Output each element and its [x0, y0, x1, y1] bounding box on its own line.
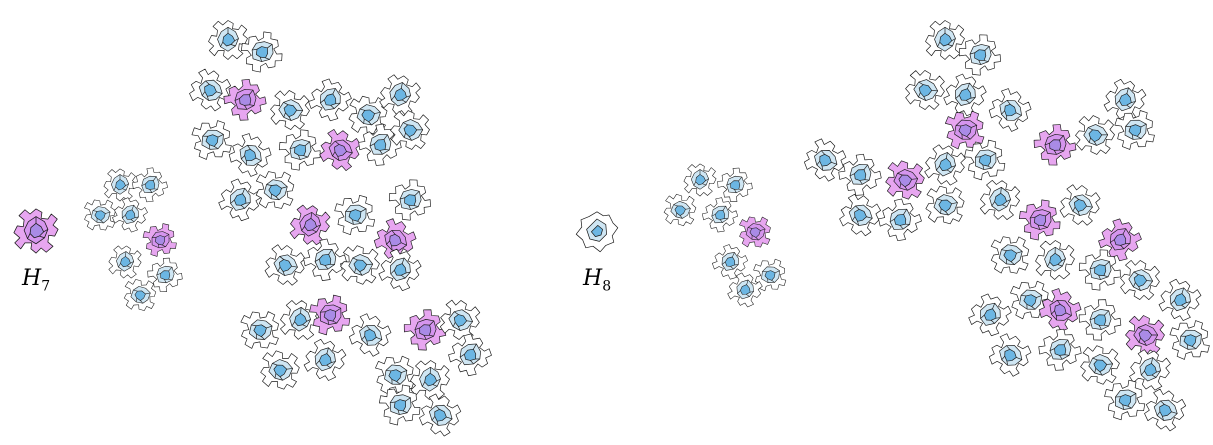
right-patch-cluster — [872, 192, 928, 248]
right-patch-cluster — [983, 83, 1037, 137]
right-patch-cluster — [1034, 239, 1076, 281]
left-patch-cluster — [257, 347, 303, 393]
left-patch-cluster — [250, 165, 300, 215]
right-patch-cluster — [1057, 182, 1103, 228]
right-patch-cluster — [978, 178, 1022, 222]
left-patch-cluster — [443, 328, 497, 382]
h8-metatile — [575, 211, 619, 253]
tiling-diagram — [13, 20, 1213, 440]
right-patch-cluster — [883, 158, 927, 202]
left-patch-cluster — [389, 109, 431, 151]
right-supertile-cluster — [661, 191, 699, 229]
left-patch-cluster — [185, 65, 235, 115]
label-h7-letter: H — [22, 266, 42, 291]
label-h8: H8 — [583, 266, 611, 294]
right-patch-cluster — [1118, 258, 1162, 302]
label-h8-index: 8 — [602, 278, 612, 295]
right-patch-cluster — [1078, 343, 1122, 387]
label-h7: H7 — [22, 266, 50, 294]
right-patch-cluster — [1027, 117, 1083, 173]
left-patch-cluster — [272, 122, 328, 178]
left-patch-cluster — [208, 20, 248, 60]
left-patch-cluster — [316, 126, 364, 174]
right-patch-cluster — [1108, 103, 1162, 157]
left-patch-cluster — [338, 243, 382, 287]
right-patch-cluster — [1032, 322, 1088, 378]
h7-metatile — [13, 208, 59, 254]
left-patch-cluster — [303, 73, 357, 127]
right-supertile-cluster — [683, 163, 717, 197]
right-patch-cluster — [903, 68, 947, 112]
right-patch-cluster — [921, 181, 969, 229]
right-patch-cluster — [925, 20, 965, 60]
right-patch-cluster — [921, 141, 969, 189]
left-supertile-cluster — [137, 217, 183, 263]
left-supertile-cluster — [120, 275, 160, 315]
left-patch-cluster — [214, 174, 266, 226]
right-patch-cluster — [964, 289, 1016, 341]
left-patch-cluster — [300, 335, 350, 385]
left-patch-cluster — [235, 305, 285, 355]
right-patch-cluster — [985, 230, 1035, 280]
right-patch-cluster — [1140, 385, 1190, 435]
right-patch-cluster — [1074, 114, 1116, 156]
right-patch-cluster — [1155, 275, 1205, 325]
left-patch-cluster — [328, 188, 382, 242]
left-supertile-cluster — [79, 194, 121, 236]
right-patch-cluster — [835, 190, 885, 240]
label-h8-letter: H — [583, 266, 603, 291]
right-patch-cluster — [984, 329, 1036, 381]
right-patch-cluster — [939, 69, 991, 121]
label-h7-index: 7 — [41, 278, 51, 295]
right-supertile-cluster — [734, 211, 776, 253]
left-patch-cluster — [262, 242, 308, 288]
right-patch-cluster — [1125, 315, 1165, 355]
left-supertile-cluster — [107, 244, 143, 280]
right-patch-cluster — [1163, 313, 1213, 367]
left-supertile-cluster — [103, 168, 137, 202]
left-supertile-cluster — [108, 193, 152, 237]
right-patch-cluster — [1072, 292, 1128, 348]
left-patch-cluster — [344, 309, 396, 361]
left-patch-cluster — [269, 89, 311, 131]
